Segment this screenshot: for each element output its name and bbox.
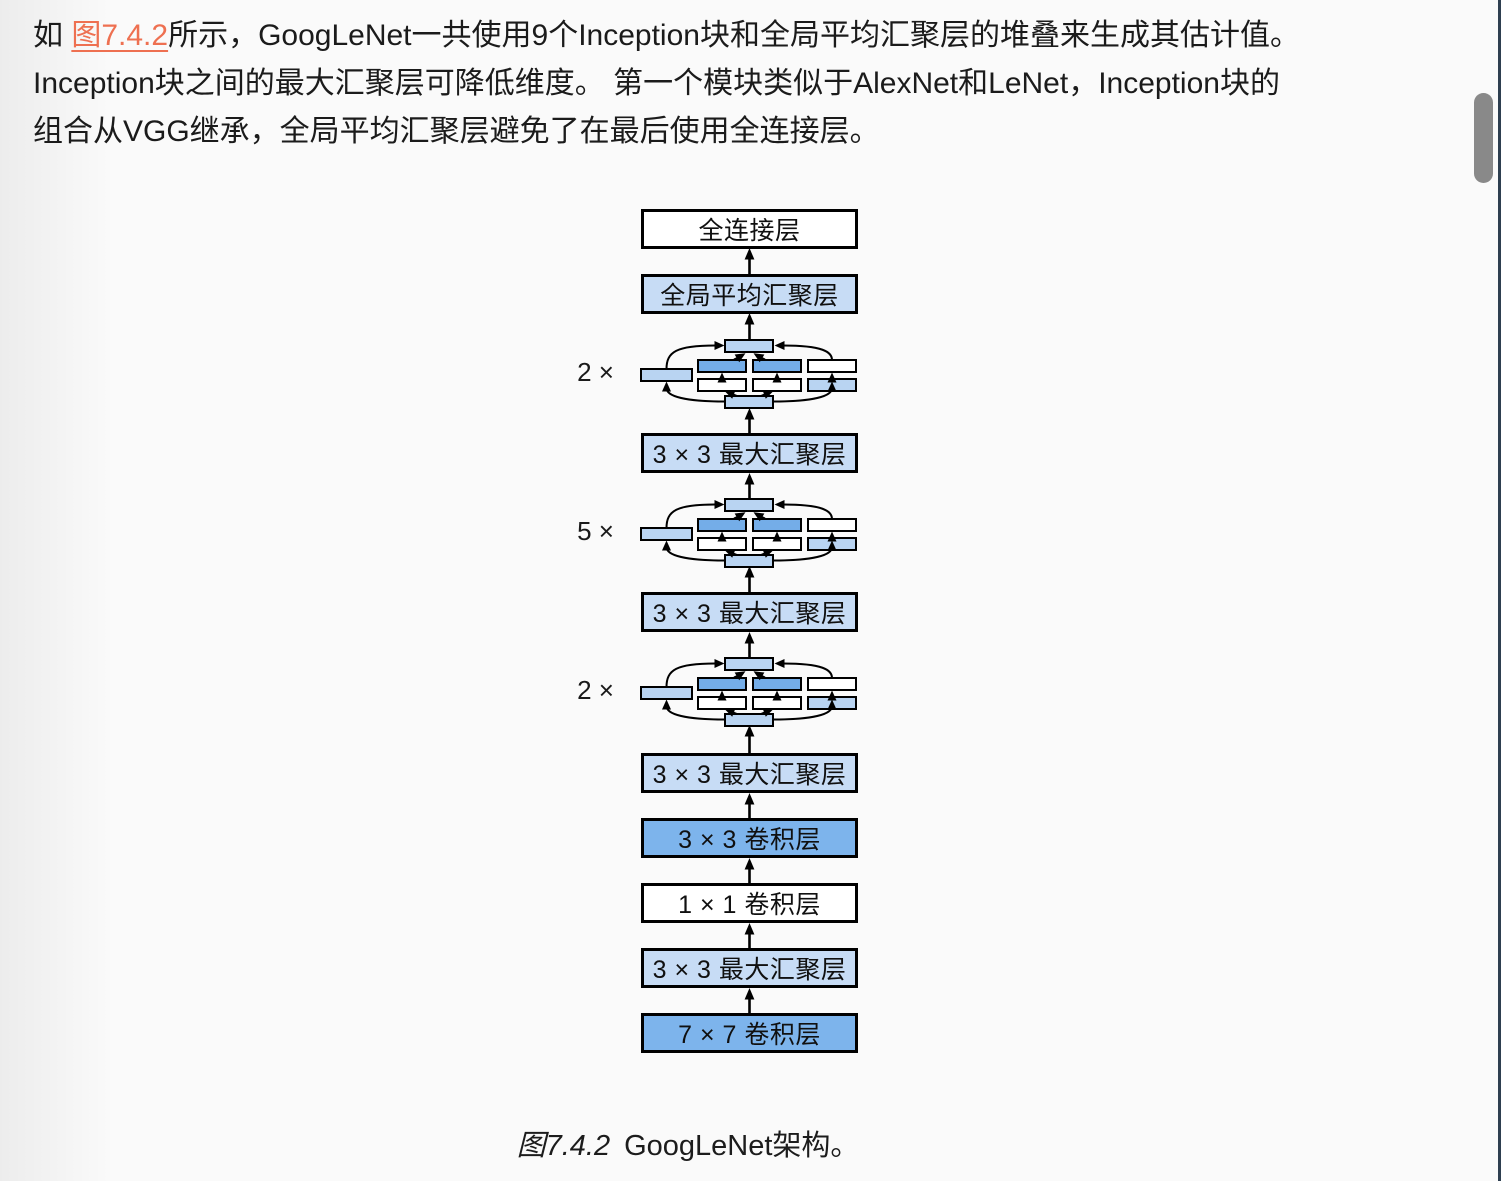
layer-box-maxpool-2: 3 × 3 最大汇聚层 — [641, 592, 858, 632]
inception-block-group-3 — [640, 657, 857, 727]
layer-box-maxpool-1: 3 × 3 最大汇聚层 — [641, 433, 858, 473]
inception-multiplier-label: 2 × — [577, 357, 614, 387]
flow-arrow — [744, 923, 755, 948]
figure-caption-text: GoogLeNet架构。 — [624, 1130, 860, 1162]
flow-arrow — [744, 725, 755, 753]
paragraph-line: 组合从VGG继承，全局平均汇聚层避免了在最后使用全连接层。 — [33, 115, 880, 148]
layer-box-maxpool-3: 3 × 3 最大汇聚层 — [641, 753, 858, 793]
scrollbar-thumb[interactable] — [1474, 93, 1493, 183]
flow-arrow — [744, 988, 755, 1013]
layer-box-conv1x1: 1 × 1 卷积层 — [641, 883, 858, 923]
layer-box-fully-connected: 全连接层 — [641, 209, 858, 249]
layer-box-global-avg-pool: 全局平均汇聚层 — [641, 274, 858, 314]
inception-multiplier-label: 5 × — [577, 516, 614, 546]
paragraph-line: Inception块之间的最大汇聚层可降低维度。 第一个模块类似于AlexNet… — [33, 67, 1280, 100]
layer-box-conv3x3: 3 × 3 卷积层 — [641, 818, 858, 858]
figure-caption-number: 图7.4.2 — [516, 1130, 611, 1162]
figure-link[interactable]: 图7.4.2 — [71, 19, 169, 52]
flow-arrow — [744, 793, 755, 818]
flow-arrow — [744, 858, 755, 883]
flow-arrow — [744, 408, 755, 433]
paragraph-text: 如 — [33, 19, 72, 52]
inception-block-group-1 — [640, 339, 857, 409]
flow-arrow — [744, 632, 755, 658]
window-edge — [1498, 0, 1501, 1181]
paragraph-line: 如 图7.4.2所示，GoogLeNet一共使用9个Inception块和全局平… — [33, 12, 1453, 60]
inception-block-group-2 — [640, 498, 857, 568]
paragraph-text: 所示，GoogLeNet一共使用9个Inception块和全局平均汇聚层的堆叠来… — [168, 19, 1300, 52]
layer-box-conv7x7: 7 × 7 卷积层 — [641, 1013, 858, 1053]
flow-arrow — [744, 248, 755, 274]
paragraph: 如 图7.4.2所示，GoogLeNet一共使用9个Inception块和全局平… — [33, 12, 1453, 156]
figure-caption: 图7.4.2 GoogLeNet架构。 — [0, 1122, 1376, 1164]
layer-box-maxpool-4: 3 × 3 最大汇聚层 — [641, 948, 858, 988]
flow-arrow — [744, 473, 755, 499]
flow-arrow — [744, 566, 755, 592]
inception-multiplier-label: 2 × — [577, 675, 614, 705]
sidebar-shadow — [0, 0, 110, 1181]
flow-arrow — [744, 313, 755, 340]
